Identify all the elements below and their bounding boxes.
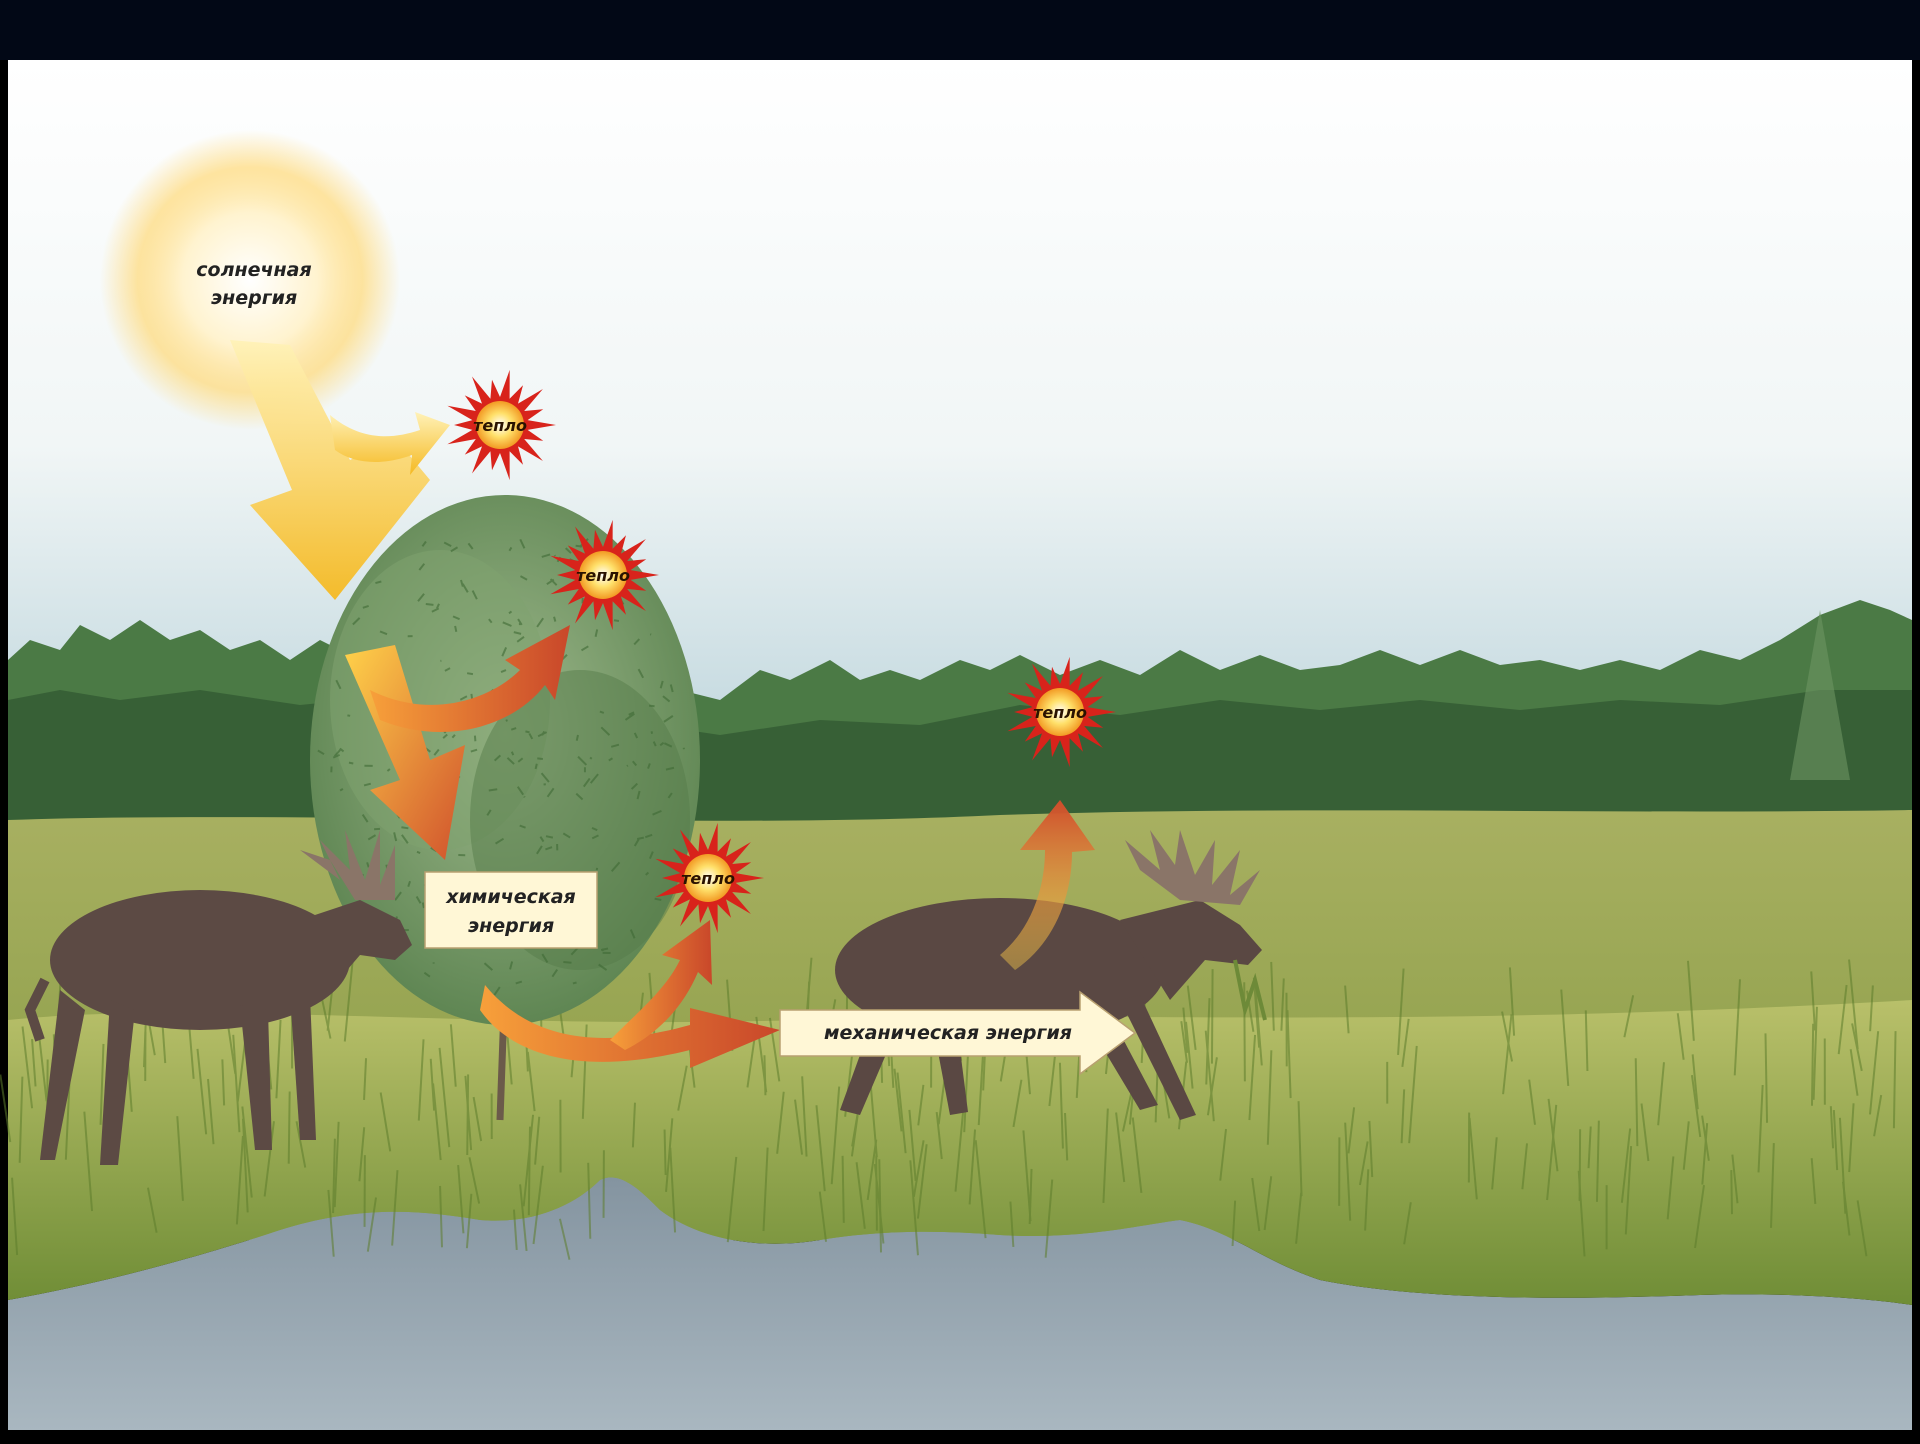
solar-energy-label-line1: солнечная <box>196 259 311 281</box>
heat-label: тепло <box>681 869 735 888</box>
chemical-energy-label-line2: энергия <box>468 915 554 937</box>
heat-label: тепло <box>576 566 630 585</box>
heat-label: тепло <box>1033 703 1087 722</box>
chemical-energy-box: химическая энергия <box>425 872 597 948</box>
mechanical-energy-label: механическая энергия <box>824 1022 1072 1044</box>
solar-energy-label-line2: энергия <box>211 287 297 309</box>
chemical-energy-label-line1: химическая <box>445 886 576 908</box>
top-bar <box>0 0 1920 60</box>
heat-label: тепло <box>473 416 527 435</box>
